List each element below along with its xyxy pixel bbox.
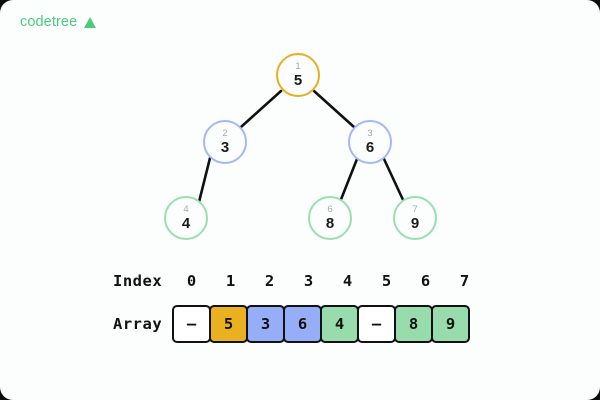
- brand-logo[interactable]: codetree: [20, 12, 97, 32]
- array-cell-1[interactable]: 5: [209, 305, 248, 343]
- tree-edge-2-4: [197, 156, 212, 204]
- index-label-1: 1: [225, 272, 236, 290]
- array-cell-5[interactable]: –: [357, 305, 396, 343]
- tree-node-value: 5: [293, 72, 303, 90]
- tree-node-value: 8: [325, 215, 335, 233]
- array-cell-6[interactable]: 8: [394, 305, 433, 343]
- tree-edge-1-2: [239, 89, 283, 129]
- tree-node-value: 4: [181, 215, 191, 233]
- tree-edge-1-3: [312, 89, 356, 129]
- array-cell-7[interactable]: 9: [431, 305, 470, 343]
- index-label-0: 0: [186, 272, 197, 290]
- array-row-label: Array: [113, 315, 163, 333]
- tree-node-index: 4: [183, 203, 189, 215]
- tree-node-index: 1: [295, 60, 301, 72]
- tree-node-index: 6: [327, 203, 333, 215]
- brand-label: codetree: [20, 13, 78, 30]
- array-cell-0[interactable]: –: [172, 305, 211, 343]
- array-cell-4[interactable]: 4: [320, 305, 359, 343]
- index-label-6: 6: [420, 272, 431, 290]
- index-label-4: 4: [342, 272, 353, 290]
- index-label-2: 2: [264, 272, 275, 290]
- tree-edge-3-7: [382, 157, 406, 204]
- tree-node-index: 3: [367, 127, 373, 139]
- tree-node-index: 2: [222, 127, 228, 139]
- array-cell-2[interactable]: 3: [246, 305, 285, 343]
- tree-node-value: 3: [220, 139, 230, 157]
- index-row-label: Index: [113, 272, 163, 290]
- array-cell-3[interactable]: 6: [283, 305, 322, 343]
- index-label-5: 5: [381, 272, 392, 290]
- index-label-3: 3: [303, 272, 314, 290]
- tree-node-value: 6: [365, 139, 375, 157]
- tree-edges: [197, 89, 406, 204]
- index-label-7: 7: [459, 272, 470, 290]
- tree-node-value: 9: [410, 215, 420, 233]
- tree-node-index: 7: [412, 203, 418, 215]
- tree-edge-3-6: [338, 157, 359, 204]
- index-row: Index 0 1 2 3 4 5 6 7: [113, 272, 484, 290]
- triangle-up-icon: [84, 16, 97, 28]
